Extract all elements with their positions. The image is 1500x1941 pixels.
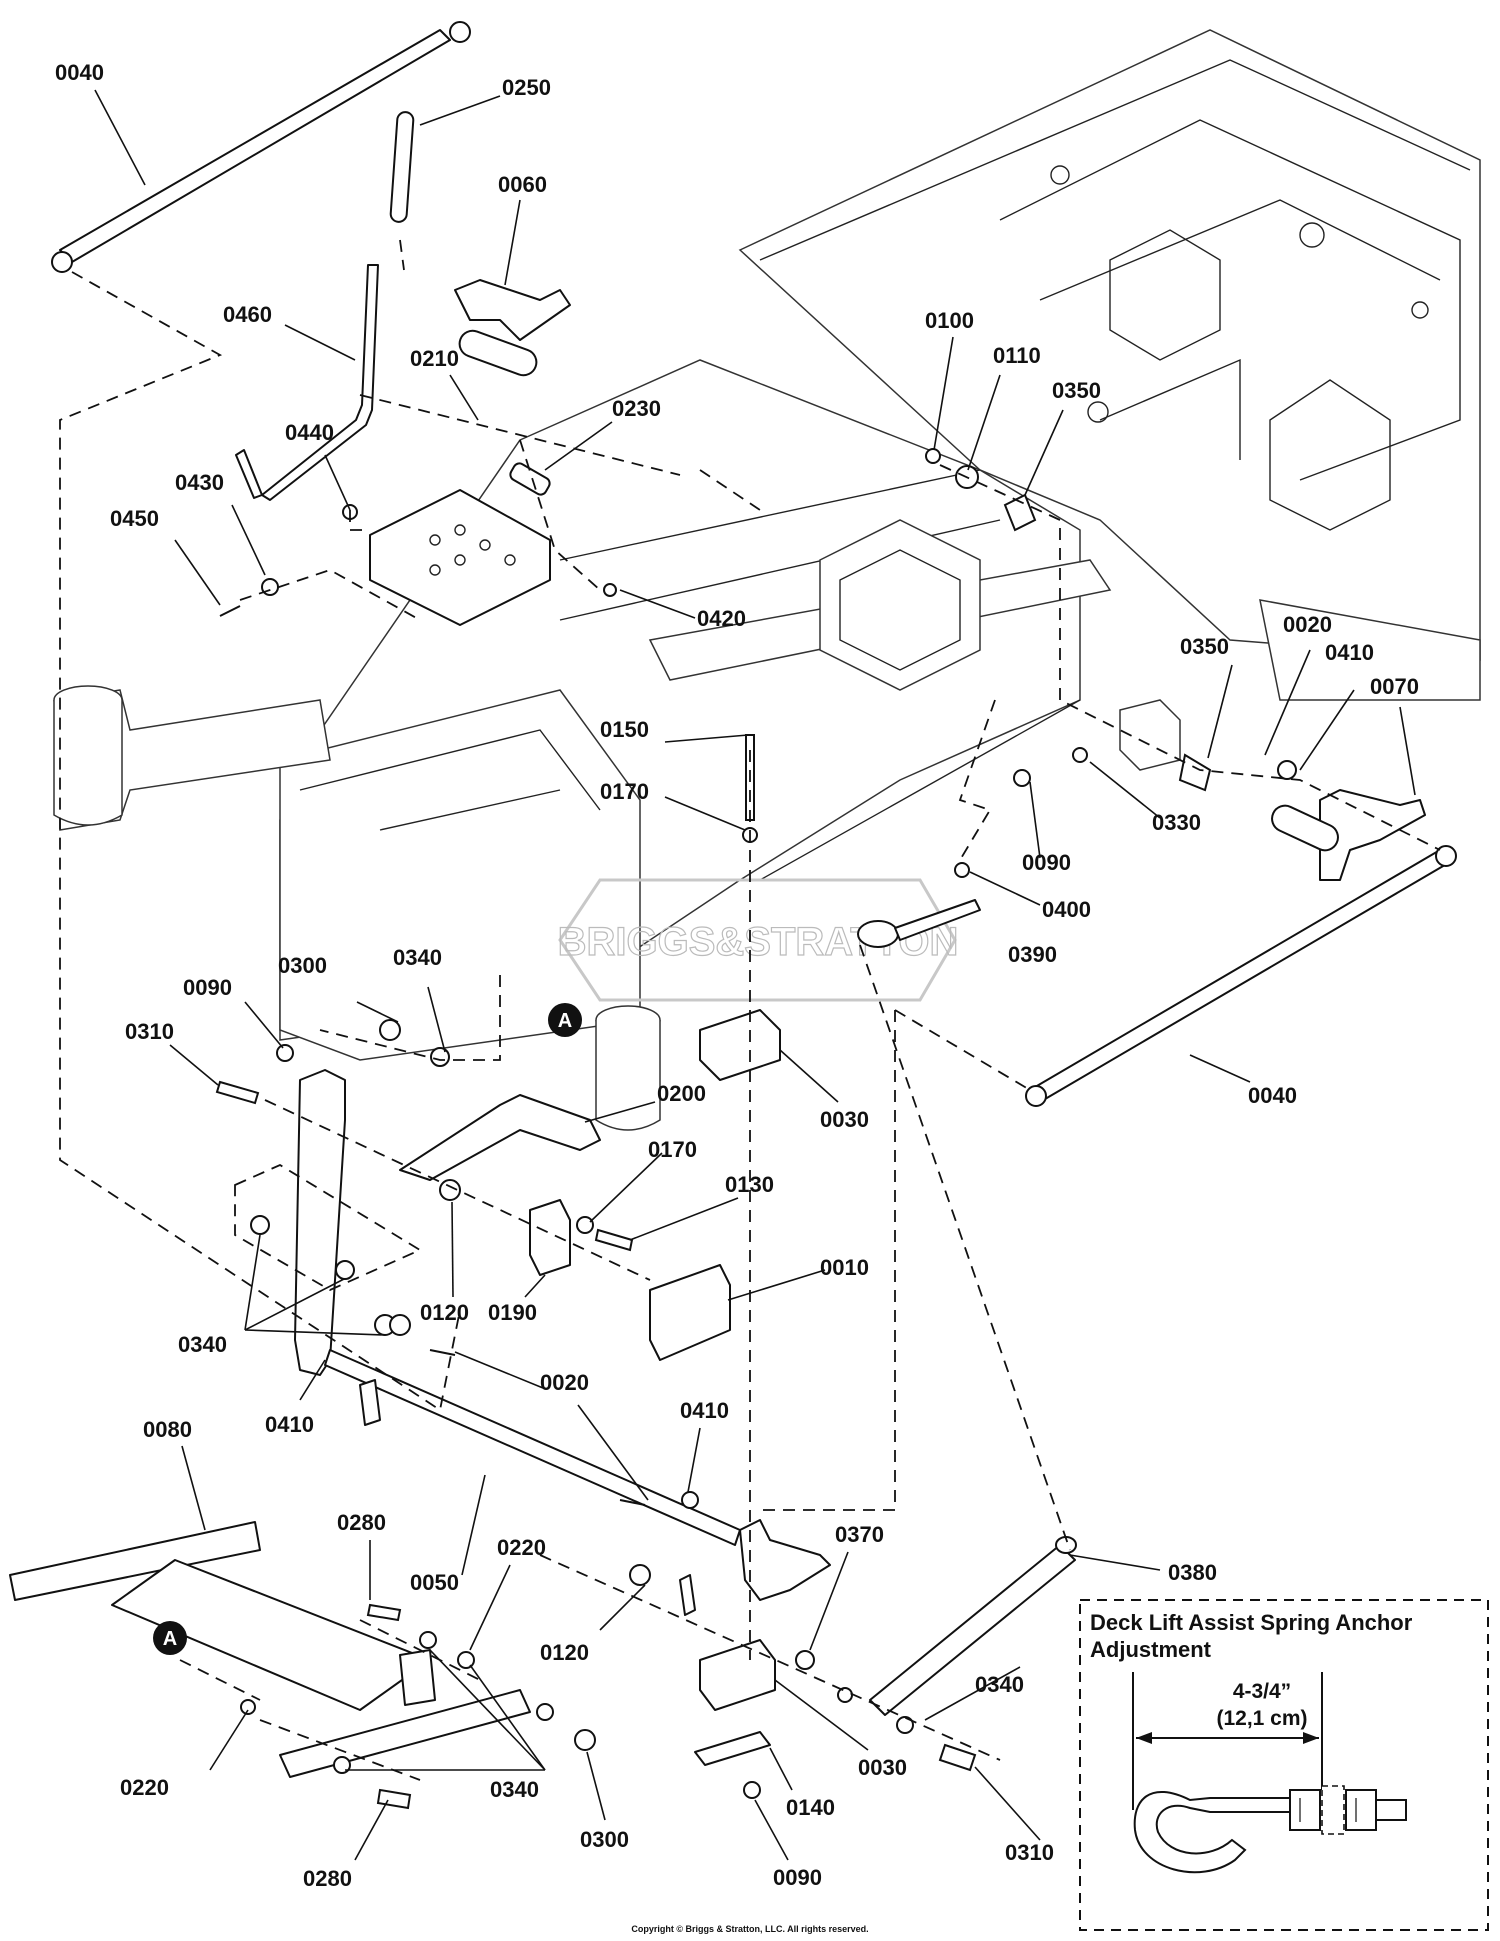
- part-label-0150: 0150: [600, 717, 649, 742]
- part-label-0300: 0300: [278, 953, 327, 978]
- part-label-0190: 0190: [488, 1300, 537, 1325]
- part-label-0220: 0220: [497, 1535, 546, 1560]
- part-label-0310: 0310: [1005, 1840, 1054, 1865]
- part-labels: 0040 0250 0060 0460 0210 0230 0440 0430 …: [55, 60, 1419, 1891]
- part-label-0390: 0390: [1008, 942, 1057, 967]
- part-label-0410: 0410: [680, 1398, 729, 1423]
- reference-marker-a-upper: A: [548, 1003, 582, 1037]
- part-label-0120: 0120: [420, 1300, 469, 1325]
- inset-title-line1: Deck Lift Assist Spring Anchor: [1090, 1610, 1413, 1635]
- eye-bolt-drawing: [1133, 1785, 1407, 1874]
- part-label-0380: 0380: [1168, 1560, 1217, 1585]
- part-label-0250: 0250: [502, 75, 551, 100]
- part-label-0340: 0340: [490, 1777, 539, 1802]
- part-label-0330: 0330: [1152, 810, 1201, 835]
- part-label-0090: 0090: [183, 975, 232, 1000]
- part-label-0410: 0410: [265, 1412, 314, 1437]
- part-label-0120: 0120: [540, 1640, 589, 1665]
- part-label-0050: 0050: [410, 1570, 459, 1595]
- part-label-0210: 0210: [410, 346, 459, 371]
- part-label-0340: 0340: [178, 1332, 227, 1357]
- part-label-0400: 0400: [1042, 897, 1091, 922]
- part-label-0430: 0430: [175, 470, 224, 495]
- dimension-line: [1132, 1672, 1323, 1810]
- part-label-0440: 0440: [285, 420, 334, 445]
- part-label-0200: 0200: [657, 1081, 706, 1106]
- part-label-0350: 0350: [1180, 634, 1229, 659]
- part-label-0170: 0170: [600, 779, 649, 804]
- dimension-imperial: 4-3/4”: [1233, 1680, 1291, 1703]
- part-label-0090: 0090: [1022, 850, 1071, 875]
- part-label-0340: 0340: [393, 945, 442, 970]
- part-label-0010: 0010: [820, 1255, 869, 1280]
- part-label-0350: 0350: [1052, 378, 1101, 403]
- part-label-0130: 0130: [725, 1172, 774, 1197]
- copyright-notice: Copyright © Briggs & Stratton, LLC. All …: [631, 1924, 869, 1934]
- inset-title-line2: Adjustment: [1090, 1637, 1212, 1662]
- part-label-0110: 0110: [993, 343, 1041, 368]
- reference-marker-a-label: A: [558, 1010, 572, 1032]
- part-label-0070: 0070: [1370, 674, 1419, 699]
- part-label-0030: 0030: [820, 1107, 869, 1132]
- part-label-0040: 0040: [1248, 1083, 1297, 1108]
- part-label-0090: 0090: [773, 1865, 822, 1890]
- part-label-0280: 0280: [337, 1510, 386, 1535]
- part-label-0310: 0310: [125, 1019, 174, 1044]
- part-label-0420: 0420: [697, 606, 746, 631]
- part-label-0030: 0030: [858, 1755, 907, 1780]
- part-label-0410: 0410: [1325, 640, 1374, 665]
- part-label-0080: 0080: [143, 1417, 192, 1442]
- part-label-0230: 0230: [612, 396, 661, 421]
- reference-marker-a-label: A: [163, 1628, 177, 1650]
- part-label-0340: 0340: [975, 1672, 1024, 1697]
- part-label-0220: 0220: [120, 1775, 169, 1800]
- part-label-0020: 0020: [1283, 612, 1332, 637]
- spring-anchor-inset: Deck Lift Assist Spring Anchor Adjustmen…: [1079, 1599, 1489, 1931]
- leader-lines: [94, 89, 1416, 1861]
- part-label-0460: 0460: [223, 302, 272, 327]
- part-label-0040: 0040: [55, 60, 104, 85]
- part-label-0060: 0060: [498, 172, 547, 197]
- part-label-0100: 0100: [925, 308, 974, 333]
- part-label-0020: 0020: [540, 1370, 589, 1395]
- parts-illustrations: [9, 21, 1457, 1778]
- part-label-0450: 0450: [110, 506, 159, 531]
- dimension-metric: (12,1 cm): [1216, 1707, 1307, 1730]
- part-label-0300: 0300: [580, 1827, 629, 1852]
- part-label-0370: 0370: [835, 1522, 884, 1547]
- reference-marker-a-lower: A: [153, 1621, 187, 1655]
- part-label-0170: 0170: [648, 1137, 697, 1162]
- part-label-0280: 0280: [303, 1866, 352, 1891]
- part-label-0140: 0140: [786, 1795, 835, 1820]
